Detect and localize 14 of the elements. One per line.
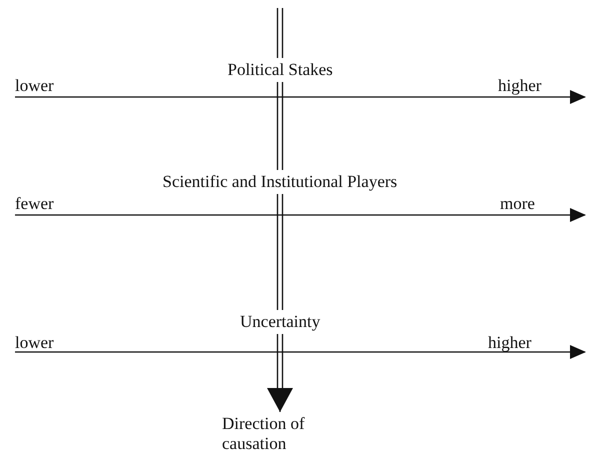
scale-end-label: higher <box>488 333 532 353</box>
scale-title: Scientific and Institutional Players <box>162 172 398 192</box>
double-line-arrow <box>267 333 293 413</box>
scale-end-label: lower <box>15 333 54 353</box>
scale-end-label: more <box>500 194 535 214</box>
double-line-arrow <box>276 7 284 59</box>
scale-end-label: lower <box>15 76 54 96</box>
scale-end-label: higher <box>498 76 542 96</box>
caption-text: Direction of causation <box>222 414 342 454</box>
scale-title: Uncertainty <box>240 312 320 332</box>
double-line-arrow <box>276 81 284 171</box>
scale-end-label: fewer <box>15 194 54 214</box>
double-line-arrow <box>276 193 284 311</box>
scale-title: Political Stakes <box>228 60 333 80</box>
